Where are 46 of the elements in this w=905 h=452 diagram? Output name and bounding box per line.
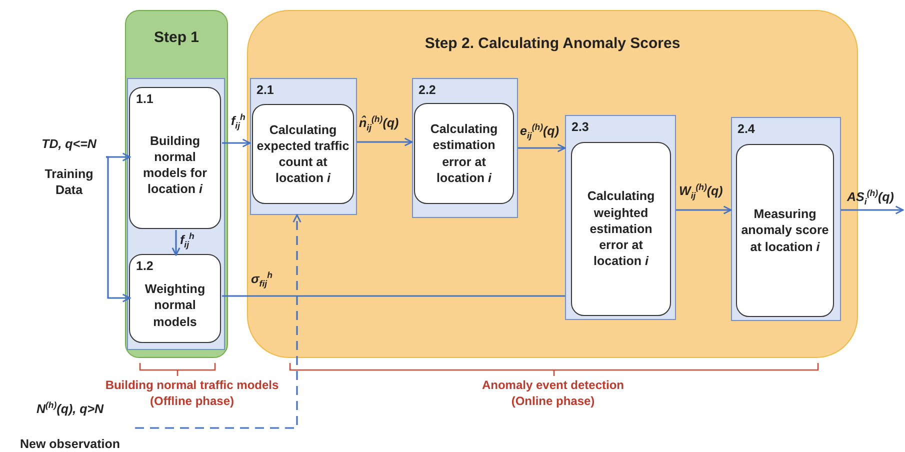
arrow bbox=[676, 206, 732, 214]
band-title: Step 1 bbox=[152, 29, 200, 46]
process-box bbox=[129, 254, 221, 343]
step-text: Measuring anomaly score at location i bbox=[740, 206, 830, 255]
connector-line bbox=[222, 295, 565, 297]
step-text: Calculating expected traffic count at location i bbox=[256, 122, 350, 186]
edge-label: AS$_{i}$$^{(h)}$(q) bbox=[847, 188, 894, 207]
arrow bbox=[841, 206, 904, 214]
edge-label: W$_{ij}$$^{(h)}$(q) bbox=[679, 182, 723, 201]
process-box bbox=[129, 87, 221, 229]
edge-label: n̂$_{ij}$$^{(h)}$(q) bbox=[359, 114, 399, 133]
step-panel bbox=[250, 78, 356, 214]
input-caption: Training Data bbox=[44, 166, 94, 198]
arrow bbox=[172, 230, 180, 256]
process-box bbox=[252, 104, 354, 204]
process-box bbox=[736, 144, 834, 317]
step-panel bbox=[412, 78, 518, 218]
step-text: Calculating weighted estimation error at location i bbox=[586, 188, 656, 270]
step-panel bbox=[730, 116, 840, 320]
dashed-arrow bbox=[135, 214, 302, 429]
phase-label: Anomaly event detection (Online phase) bbox=[480, 377, 626, 410]
arrow bbox=[106, 152, 131, 162]
step-panel bbox=[564, 114, 676, 320]
step-number: 2.2 bbox=[418, 82, 436, 96]
step-number: 2.3 bbox=[572, 120, 589, 134]
step-text: Calculating estimation error at location i bbox=[429, 121, 499, 186]
step-text: Building normal models for location i bbox=[142, 132, 208, 198]
edge-label: e$_{ij}$$^{(h)}$(q) bbox=[520, 122, 559, 141]
step-number: 2.4 bbox=[738, 122, 755, 136]
input-caption: New observation bbox=[20, 436, 120, 452]
step-number: 2.1 bbox=[256, 82, 274, 96]
step-text: Weighting normal models bbox=[144, 281, 206, 330]
step-number: 1.2 bbox=[136, 259, 154, 273]
arrow bbox=[357, 138, 413, 146]
process-box bbox=[414, 103, 514, 204]
arrow bbox=[106, 156, 131, 302]
arrow bbox=[222, 138, 251, 148]
arrow bbox=[518, 144, 566, 152]
input-label: TD, q<=N bbox=[42, 136, 96, 152]
step-number: 1.1 bbox=[136, 92, 154, 106]
process-box bbox=[571, 142, 671, 316]
input-label: N$^{(h)}$(q), q>N bbox=[36, 400, 104, 418]
phase-label: Building normal traffic models (Offline phase) bbox=[104, 377, 280, 410]
phase-band bbox=[125, 10, 228, 358]
band-title: Step 2. Calculating Anomaly Scores bbox=[424, 35, 682, 52]
step-panel bbox=[126, 78, 224, 350]
